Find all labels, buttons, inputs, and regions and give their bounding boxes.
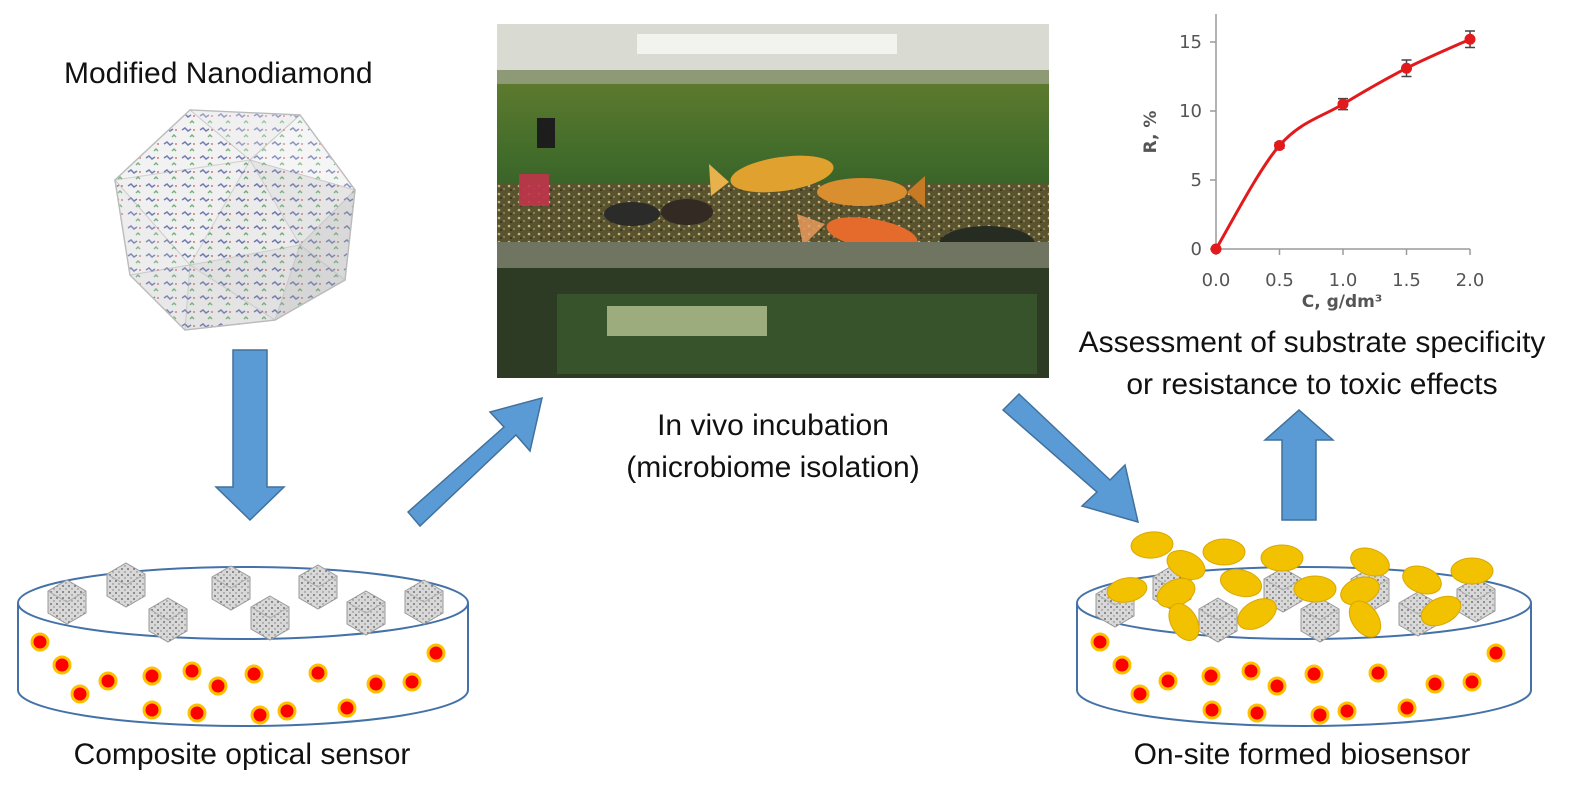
assessment-label-line1: Assessment of substrate specificity [1078, 326, 1546, 359]
composite-sensor-label: Composite optical sensor [73, 738, 411, 771]
arrow-up-icon [1263, 408, 1335, 521]
assessment-label-line2: or resistance to toxic effects [1126, 368, 1498, 401]
series-curve [1214, 37, 1471, 250]
y-tick-label: 5 [1191, 170, 1202, 191]
data-point [1401, 62, 1412, 74]
data-point [1210, 243, 1222, 255]
y-tick-label: 0 [1191, 239, 1202, 260]
x-tick-label: 1.5 [1392, 270, 1421, 291]
response-curve-chart: 0 5 10 15 0.0 0.5 1.0 1.5 2.0 R, % C, g/dm³ [1141, 14, 1484, 312]
x-axis-label: C, g/dm³ [1302, 292, 1383, 312]
x-tick-label: 0.5 [1265, 270, 1294, 291]
x-tick-label: 2.0 [1456, 270, 1485, 291]
x-tick-label: 0.0 [1202, 270, 1231, 291]
arrow-up-right-icon [406, 396, 544, 528]
arrow-down-icon [214, 349, 286, 522]
composite-sensor-dish-icon [17, 562, 469, 727]
data-point [1464, 33, 1476, 45]
aquarium-illustration [497, 24, 1049, 378]
y-axis-label: R, % [1141, 111, 1161, 154]
incubation-label-line2: (microbiome isolation) [626, 451, 920, 484]
y-tick-label: 15 [1179, 32, 1202, 53]
data-point [1274, 140, 1285, 151]
biosensor-label: On-site formed biosensor [1133, 738, 1471, 771]
incubation-label-line1: In vivo incubation [657, 409, 889, 442]
arrow-down-right-icon [1001, 392, 1140, 524]
nanodiamond-icon [113, 109, 357, 332]
data-point [1337, 98, 1349, 110]
biosensor-dish-icon [1076, 531, 1532, 727]
nanodiamond-title: Modified Nanodiamond [64, 57, 373, 90]
x-tick-label: 1.0 [1329, 270, 1358, 291]
aquarium-photo [497, 24, 1049, 378]
y-tick-label: 10 [1179, 101, 1202, 122]
